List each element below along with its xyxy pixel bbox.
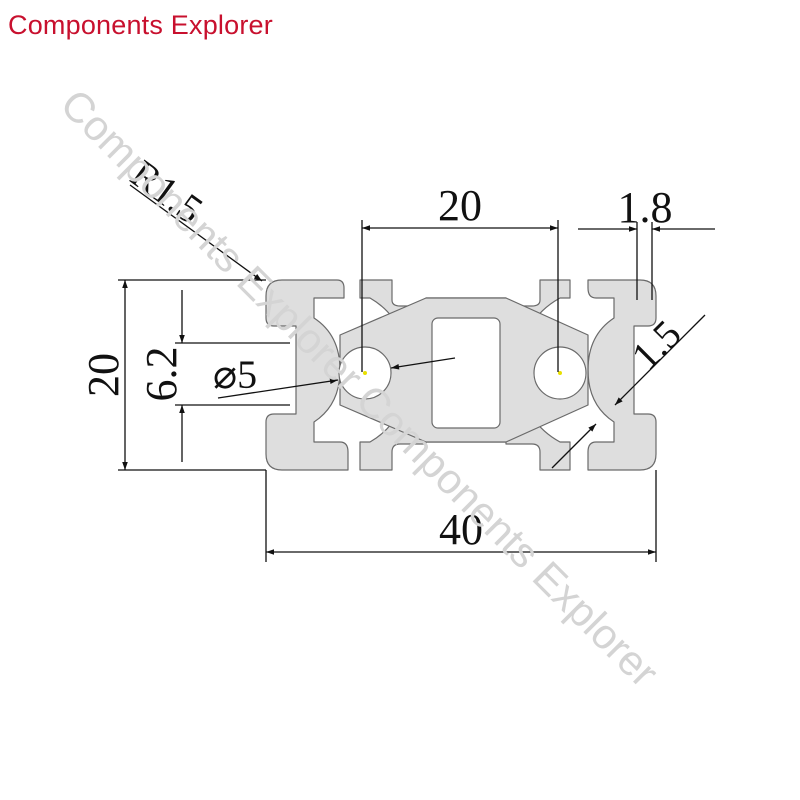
width-label: 40 xyxy=(439,505,483,554)
height-label: 20 xyxy=(79,353,128,397)
right-center-mark xyxy=(558,371,562,375)
profile-body xyxy=(265,279,349,471)
dim-height: 20 xyxy=(79,279,266,471)
left-center-mark xyxy=(363,371,367,375)
extrusion-profile xyxy=(265,279,657,471)
dim-width: 40 xyxy=(265,470,657,562)
bore-diameter-label: ⌀5 xyxy=(213,352,257,397)
dim-center-spacing: 20 xyxy=(361,181,559,372)
center-spacing-label: 20 xyxy=(438,181,482,230)
profile-body-right xyxy=(587,279,657,471)
wall-thickness-label: 1.8 xyxy=(618,183,673,232)
dim-slot-width: 6.2 xyxy=(137,290,290,462)
dim-wall-thickness: 1.8 xyxy=(578,183,715,300)
corner-radius-label: R1.5 xyxy=(123,151,211,232)
slot-width-label: 6.2 xyxy=(137,347,186,402)
dim-bore-diameter: ⌀5 xyxy=(213,352,456,399)
center-cavity xyxy=(431,317,501,429)
dim-corner-radius: R1.5 xyxy=(123,151,263,282)
brand-title: Components Explorer xyxy=(8,10,273,40)
